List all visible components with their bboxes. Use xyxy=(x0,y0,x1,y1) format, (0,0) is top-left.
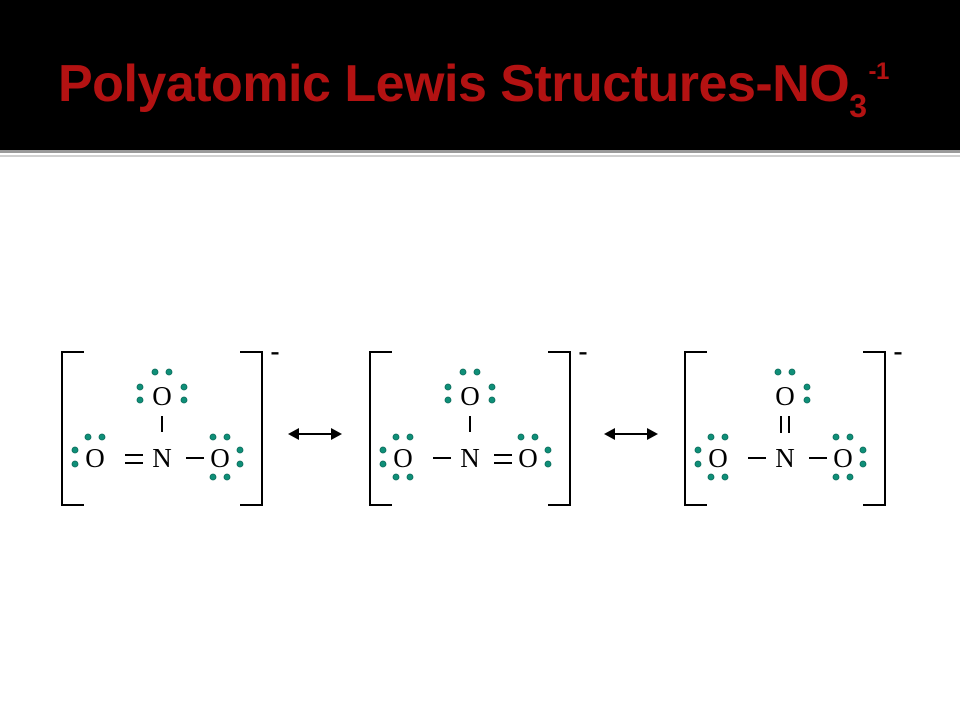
lone-pair-dot xyxy=(531,433,539,441)
nitrogen-atom: N xyxy=(460,443,480,473)
slide-title-subscript: 3 xyxy=(849,88,867,124)
lone-pair-dot xyxy=(444,383,452,391)
lone-pair-dot xyxy=(223,433,231,441)
lone-pair-dot xyxy=(859,460,867,468)
lone-pair-dot xyxy=(379,446,387,454)
resonance-diagram: - O N O O - O N O O - O N O O xyxy=(0,330,960,530)
lone-pair-dot xyxy=(180,396,188,404)
lone-pair-dot xyxy=(223,473,231,481)
title-bar xyxy=(0,0,960,150)
lone-pair-dot xyxy=(209,473,217,481)
left-oxygen-atom: O xyxy=(393,443,413,473)
right-bracket xyxy=(548,351,571,506)
lone-pair-dot xyxy=(136,396,144,404)
title-divider-secondary xyxy=(0,155,960,157)
lone-pair-dot xyxy=(859,446,867,454)
left-bracket xyxy=(61,351,84,506)
lone-pair-dot xyxy=(694,446,702,454)
left-bracket xyxy=(369,351,392,506)
resonance-arrow-left-head xyxy=(604,428,615,440)
lone-pair-dot xyxy=(832,473,840,481)
nitrogen-atom: N xyxy=(152,443,172,473)
lone-pair-dot xyxy=(84,433,92,441)
slide-title-text: Polyatomic Lewis Structures-NO xyxy=(58,55,850,113)
top-oxygen-atom: O xyxy=(152,381,172,411)
lone-pair-dot xyxy=(406,433,414,441)
lone-pair-dot xyxy=(707,473,715,481)
charge-label: - xyxy=(894,336,903,366)
lone-pair-dot xyxy=(473,368,481,376)
lone-pair-dot xyxy=(788,368,796,376)
lone-pair-dot xyxy=(151,368,159,376)
lone-pair-dot xyxy=(832,433,840,441)
lone-pair-dot xyxy=(236,446,244,454)
slide-title-superscript: -1 xyxy=(868,58,890,85)
lone-pair-dot xyxy=(406,473,414,481)
resonance-arrow-left-head xyxy=(288,428,299,440)
nitrogen-atom: N xyxy=(775,443,795,473)
left-oxygen-atom: O xyxy=(708,443,728,473)
lone-pair-dot xyxy=(488,383,496,391)
top-oxygen-atom: O xyxy=(460,381,480,411)
charge-label: - xyxy=(271,336,280,366)
lone-pair-dot xyxy=(803,383,811,391)
right-oxygen-atom: O xyxy=(833,443,853,473)
title-divider xyxy=(0,150,960,153)
resonance-arrow-right-head xyxy=(647,428,658,440)
lone-pair-dot xyxy=(846,433,854,441)
lone-pair-dot xyxy=(444,396,452,404)
left-oxygen-atom: O xyxy=(85,443,105,473)
lone-pair-dot xyxy=(721,473,729,481)
lone-pair-dot xyxy=(165,368,173,376)
lone-pair-dot xyxy=(846,473,854,481)
lone-pair-dot xyxy=(517,433,525,441)
lone-pair-dot xyxy=(71,460,79,468)
lone-pair-dot xyxy=(71,446,79,454)
right-oxygen-atom: O xyxy=(518,443,538,473)
right-bracket xyxy=(863,351,886,506)
resonance-arrow-right-head xyxy=(331,428,342,440)
lone-pair-dot xyxy=(721,433,729,441)
lone-pair-dot xyxy=(803,396,811,404)
lone-pair-dot xyxy=(459,368,467,376)
charge-label: - xyxy=(579,336,588,366)
right-bracket xyxy=(240,351,263,506)
lone-pair-dot xyxy=(544,446,552,454)
lone-pair-dot xyxy=(392,433,400,441)
lone-pair-dot xyxy=(379,460,387,468)
lone-pair-dot xyxy=(236,460,244,468)
lone-pair-dot xyxy=(694,460,702,468)
lone-pair-dot xyxy=(98,433,106,441)
lone-pair-dot xyxy=(136,383,144,391)
right-oxygen-atom: O xyxy=(210,443,230,473)
lone-pair-dot xyxy=(180,383,188,391)
lone-pair-dot xyxy=(707,433,715,441)
lone-pair-dot xyxy=(544,460,552,468)
slide-title: Polyatomic Lewis Structures-NO3-1 xyxy=(58,52,889,126)
left-bracket xyxy=(684,351,707,506)
top-oxygen-atom: O xyxy=(775,381,795,411)
lone-pair-dot xyxy=(209,433,217,441)
resonance-diagram-svg: - O N O O - O N O O - O N O O xyxy=(61,336,903,506)
lone-pair-dot xyxy=(488,396,496,404)
lone-pair-dot xyxy=(774,368,782,376)
lone-pair-dot xyxy=(392,473,400,481)
